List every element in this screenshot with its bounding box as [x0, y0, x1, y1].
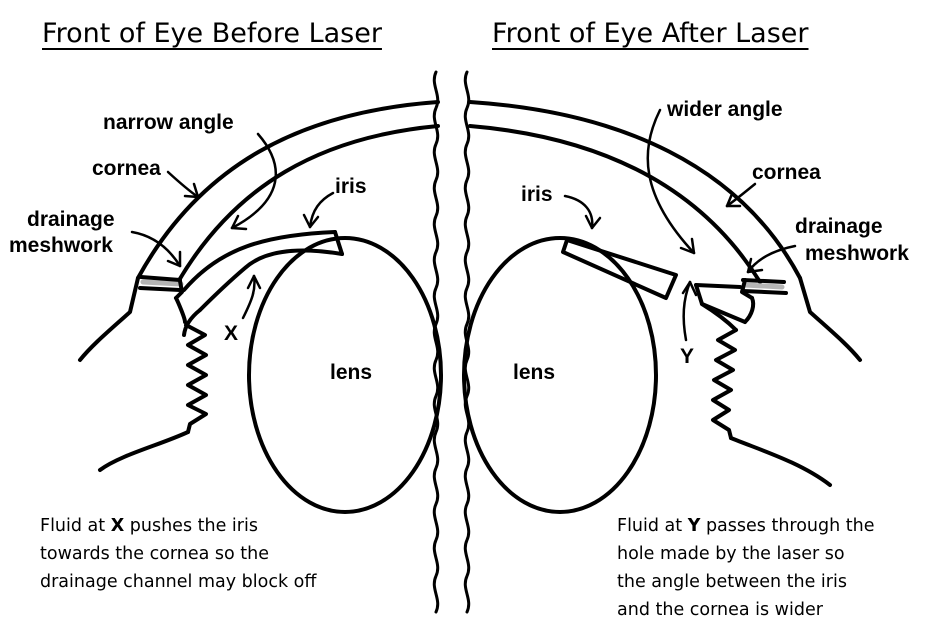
right-sclera [798, 276, 862, 362]
arrow-left-iris [308, 191, 335, 229]
right-caption-key: Y [687, 516, 701, 536]
right-lens [462, 236, 658, 514]
right-caption: Fluid at Y passes through the hole made … [617, 512, 875, 624]
arrow-x [241, 274, 256, 320]
left-caption-suffix: pushes the iris [124, 516, 258, 536]
arrow-right-iris [563, 194, 594, 230]
label-right-iris: iris [521, 183, 553, 206]
left-title: Front of Eye Before Laser [42, 18, 382, 49]
right-caption-prefix: Fluid at [617, 516, 688, 536]
left-caption-line-2: towards the cornea so the [40, 544, 270, 564]
right-meshwork [742, 282, 785, 290]
left-cornea-inner [176, 124, 440, 284]
right-iris-root [694, 283, 742, 289]
arrow-left-drainage [130, 230, 182, 268]
right-caption-line-4: and the cornea is wider [617, 600, 823, 620]
center-break-right [463, 70, 471, 614]
left-caption-line-1: Fluid at X pushes the iris [40, 512, 316, 540]
label-left-drainage: drainage [27, 208, 115, 231]
label-right-meshwork: meshwork [805, 242, 909, 265]
label-x: X [224, 322, 239, 345]
arrow-left-cornea [166, 170, 200, 199]
arrow-narrow-angle [230, 132, 278, 230]
left-lens [247, 236, 443, 514]
left-sclera [78, 276, 140, 362]
center-break-left [432, 70, 440, 614]
left-caption-line-3: drainage channel may block off [40, 572, 317, 592]
label-left-meshwork: meshwork [9, 234, 113, 257]
right-caption-line-3: the angle between the iris [617, 572, 847, 592]
left-cornea-outer [136, 100, 440, 280]
left-ciliary-zigzag [184, 323, 208, 434]
right-title: Front of Eye After Laser [492, 18, 809, 49]
label-left-lens: lens [330, 361, 373, 384]
left-iris-top [182, 230, 337, 292]
left-caption-prefix: Fluid at [40, 516, 111, 536]
arrow-right-drainage [746, 244, 797, 274]
label-left-iris: iris [335, 175, 367, 198]
right-caption-suffix: passes through the [700, 516, 875, 536]
right-cornea-inner [468, 124, 762, 284]
label-right-drainage: drainage [795, 215, 883, 238]
label-wider-angle: wider angle [667, 98, 783, 121]
label-right-lens: lens [513, 361, 556, 384]
label-right-cornea: cornea [752, 161, 821, 184]
right-ciliary-zigzag [711, 328, 738, 440]
right-caption-line-2: hole made by the laser so [617, 544, 845, 564]
right-iris-piece [561, 238, 678, 300]
arrow-right-cornea [725, 182, 757, 208]
label-narrow-angle: narrow angle [103, 111, 234, 134]
right-cornea-outer [468, 100, 802, 280]
left-caption: Fluid at X pushes the iris towards the c… [40, 512, 316, 596]
left-meshwork [140, 279, 184, 287]
left-caption-key: X [110, 516, 125, 536]
left-iris-bottom [198, 248, 344, 312]
right-caption-line-1: Fluid at Y passes through the [617, 512, 875, 540]
arrow-wider-angle [646, 108, 696, 255]
label-left-cornea: cornea [92, 157, 161, 180]
label-y: Y [680, 345, 695, 368]
